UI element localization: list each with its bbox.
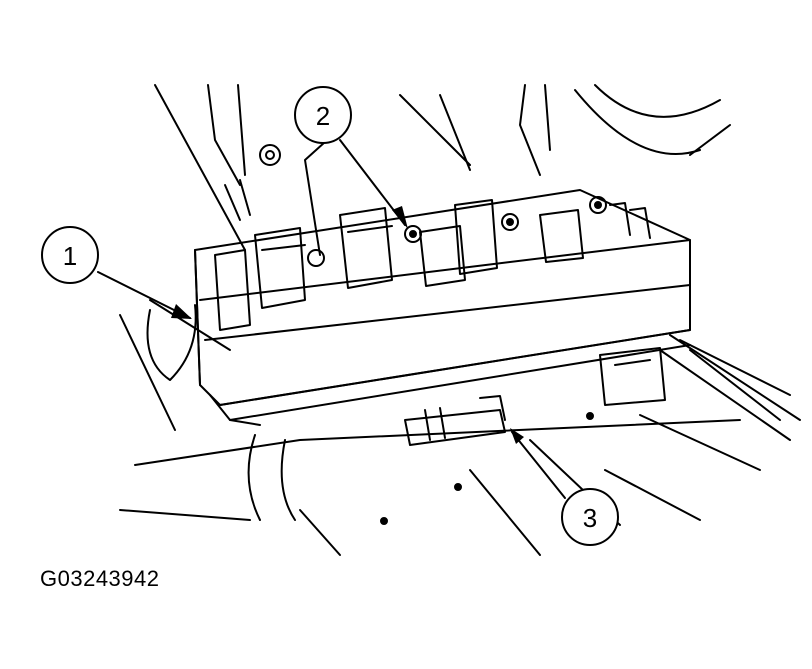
callout-1-label: 1	[63, 241, 77, 271]
leader-line-2b	[304, 141, 326, 256]
arrowhead-1	[171, 304, 192, 319]
fuse-box	[194, 189, 691, 426]
callout-2-label: 2	[316, 101, 330, 131]
callout-1: 1	[41, 226, 99, 284]
leader-line-3	[511, 431, 566, 499]
figure-id: G03243942	[40, 566, 160, 591]
callout-3: 3	[561, 488, 619, 546]
screw-marks	[380, 412, 594, 525]
callout-2: 2	[294, 86, 352, 144]
callout-3-label: 3	[583, 503, 597, 533]
background-structure	[119, 84, 791, 556]
bottom-connectors	[404, 347, 666, 446]
arrowhead-3	[510, 428, 524, 444]
relays	[214, 199, 651, 331]
arrowhead-2	[392, 206, 408, 229]
wire-harness	[146, 179, 801, 521]
bolts	[259, 144, 607, 267]
